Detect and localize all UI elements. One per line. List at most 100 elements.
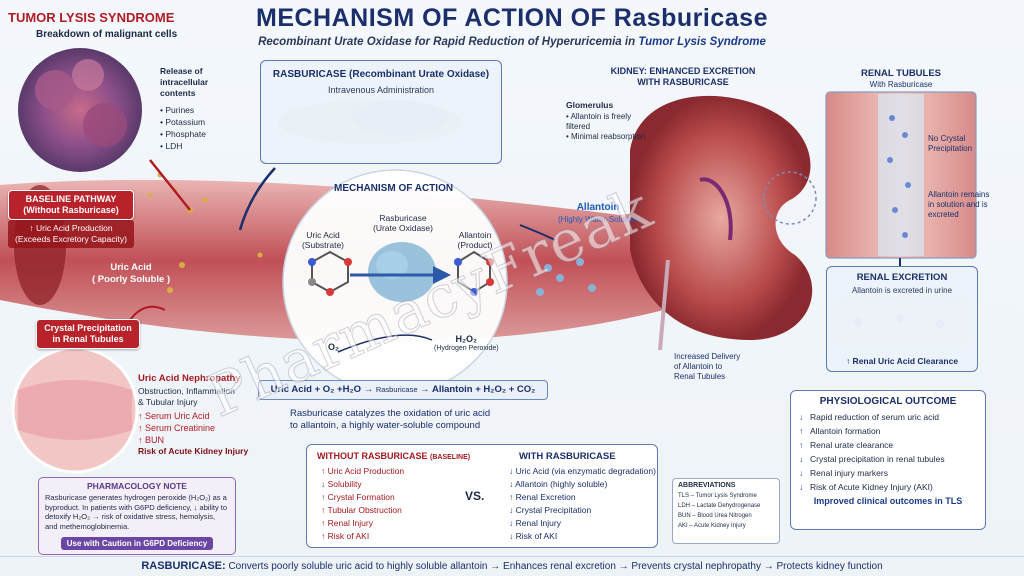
with-rasburicase-title: WITH RASBURICASE: [519, 451, 616, 462]
outcome-text: Risk of Acute Kidney Injury (AKI): [810, 482, 933, 492]
summary-lead: RASBURICASE:: [141, 560, 226, 572]
outcome-text: Allantoin formation: [810, 426, 881, 436]
item-text: Solubility: [327, 479, 362, 489]
abbreviation-item: TLS – Tumor Lysis Syndrome: [678, 493, 757, 499]
arrow-icon: ↑: [321, 466, 326, 476]
comparison-item: ↓ Solubility: [321, 478, 404, 491]
comparison-item: ↑ Renal Injury: [321, 517, 404, 530]
allantoin-molecule-label: Allantoin (Product): [448, 230, 502, 250]
glomerulus-item: Allantoin is freely filtered: [566, 112, 638, 132]
crystal-precipitation-box: Crystal Precipitation in Renal Tubules: [36, 319, 140, 349]
arrow-icon: ↑: [321, 492, 326, 502]
uric-acid-molecule-label: Uric Acid (Substrate): [296, 230, 350, 250]
item-text: Uric Acid Production: [327, 466, 405, 476]
abbreviations-list: TLS – Tumor Lysis Syndrome LDH – Lactate…: [678, 491, 774, 531]
item-text: Risk of AKI: [515, 531, 558, 541]
note-line: Precipitation: [928, 144, 973, 153]
label-line: (Substrate): [301, 240, 345, 250]
uric-acid-name: Uric Acid: [110, 262, 152, 273]
oxygen-label: O₂: [328, 342, 339, 352]
arrow-icon: ↓: [509, 505, 514, 515]
hydrogen-peroxide-label: H₂O₂ (Hydrogen Peroxide): [434, 334, 499, 354]
pharmacology-note-title: PHARMACOLOGY NOTE: [87, 481, 187, 491]
item-text: Renal Injury: [327, 518, 373, 528]
label-line: Uric Acid: [306, 230, 340, 240]
equation-arrow-icon: →: [363, 384, 376, 395]
tls-title: TUMOR LYSIS SYNDROME: [8, 10, 175, 25]
description-line: to allantoin, a highly water-soluble com…: [290, 420, 481, 431]
comparison-item: ↓ Crystal Precipitation: [509, 504, 656, 517]
rasburicase-box: RASBURICASE (Recombinant Urate Oxidase) …: [260, 60, 502, 164]
baseline-description: ↑ Uric Acid Production (Exceeds Excretor…: [8, 220, 134, 248]
arrow-icon: ↓: [509, 479, 514, 489]
label-line: Rasburicase: [379, 213, 427, 223]
subtitle-main: Recombinant Urate Oxidase for Rapid Redu…: [258, 36, 636, 48]
label-line: Allantoin: [576, 202, 620, 213]
renal-excretion-subtitle: Allantoin is excreted in urine: [851, 286, 953, 295]
note-line: Allantoin remains: [928, 190, 990, 199]
pharmacology-note: PHARMACOLOGY NOTE Rasburicase generates …: [38, 477, 236, 555]
baseline-desc-line2: (Exceeds Excretory Capacity): [15, 234, 127, 244]
arrow-icon: ↓: [509, 466, 514, 476]
release-item: LDH: [160, 140, 206, 152]
summary-footer: RASBURICASE: Converts poorly soluble uri…: [0, 556, 1024, 576]
comparison-item: ↑ Tubular Obstruction: [321, 504, 404, 517]
rasburicase-molecule-label: Rasburicase (Urate Oxidase): [369, 213, 437, 233]
without-rasburicase-title: WITHOUT RASBURICASE (BASELINE): [317, 451, 470, 461]
physiological-outcome-box: PHYSIOLOGICAL OUTCOME ↓Rapid reduction o…: [790, 390, 986, 530]
tls-subtitle: Breakdown of malignant cells: [36, 29, 178, 40]
abbreviation-item: LDH – Lactate Dehydrogenase: [678, 503, 761, 509]
page-title: MECHANISM OF ACTION OF Rasburicase: [256, 4, 768, 32]
physiological-outcome-footer: Improved clinical outcomes in TLS: [813, 496, 963, 506]
kidney-title: KIDNEY: ENHANCED EXCRETION WITH RASBURIC…: [604, 66, 762, 88]
arrow-icon: ↓: [509, 518, 514, 528]
rasburicase-title: RASBURICASE (Recombinant Urate Oxidase): [272, 69, 490, 80]
equation-reactants: Uric Acid + O₂ +H₂O: [270, 384, 362, 395]
abbreviations-box: ABBREVIATIONS TLS – Tumor Lysis Syndrome…: [672, 478, 780, 544]
nephropathy-item: ↑ BUN: [138, 434, 215, 446]
abbreviation-item: BUN – Blood Urea Nitrogen: [678, 513, 752, 519]
arrow-icon: ↑: [799, 426, 804, 436]
arrow-icon: ↓: [799, 482, 804, 492]
abbreviation-item: AKI – Acute Kidney Injury: [678, 523, 746, 529]
outcome-text: Rapid reduction of serum uric acid: [810, 412, 939, 422]
arrow-icon: ↑: [321, 531, 326, 541]
comparison-item: ↑ Risk of AKI: [321, 530, 404, 543]
outcome-item: ↑ Allantoin formation: [799, 424, 977, 438]
up-arrow-icon: ↑: [138, 411, 143, 421]
arrow-icon: ↓: [799, 454, 804, 464]
note-line: of Allantoin to: [674, 362, 723, 371]
physiological-outcome-list: ↓Rapid reduction of serum uric acid ↑All…: [799, 410, 977, 494]
comparison-box: WITHOUT RASBURICASE (BASELINE) ↑ Uric Ac…: [306, 444, 658, 548]
baseline-title-sub: (Without Rasburicase): [23, 205, 119, 215]
glomerulus-title: Glomerulus: [566, 100, 614, 110]
item-text: Renal Injury: [515, 518, 561, 528]
summary-text: Converts poorly soluble uric acid to hig…: [228, 561, 883, 572]
up-arrow-icon: ↑: [138, 435, 143, 445]
physiological-outcome-title: PHYSIOLOGICAL OUTCOME: [819, 396, 957, 407]
item-text: Allantoin (highly soluble): [515, 479, 608, 489]
arrow-icon: ↑: [509, 492, 514, 502]
title-tag: (BASELINE): [430, 454, 471, 461]
release-heading-line2: intracellular: [160, 77, 209, 87]
nephropathy-list: ↑ Serum Uric Acid ↑ Serum Creatinine ↑ B…: [138, 410, 215, 446]
release-item: Phosphate: [160, 128, 206, 140]
item-text: Uric Acid (via enzymatic degradation): [515, 466, 656, 476]
allantoin-remains-note: Allantoin remains in solution and is exc…: [928, 190, 989, 220]
comparison-item: ↑ Uric Acid Production: [321, 465, 404, 478]
note-line: No Crystal: [928, 134, 966, 143]
renal-excretion-footer: ↑ Renal Uric Acid Clearance: [845, 356, 959, 366]
item-text: Crystal Precipitation: [515, 505, 592, 515]
up-arrow-icon: ↑: [138, 423, 143, 433]
nephropathy-item: ↑ Serum Creatinine: [138, 422, 215, 434]
page-subtitle: Recombinant Urate Oxidase for Rapid Redu…: [0, 36, 1024, 48]
comparison-item: ↑ Renal Excretion: [509, 491, 656, 504]
release-item: Purines: [160, 104, 206, 116]
release-item: Potassium: [160, 116, 206, 128]
without-rasburicase-list: ↑ Uric Acid Production ↓ Solubility ↑ Cr…: [321, 465, 404, 543]
crystal-line1: Crystal Precipitation: [44, 323, 132, 333]
label-line: (Urate Oxidase): [373, 223, 433, 233]
pharmacology-note-text: Rasburicase generates hydrogen peroxide …: [45, 493, 228, 531]
outcome-item: ↓ Risk of Acute Kidney Injury (AKI): [799, 480, 977, 494]
outcome-item: ↓Rapid reduction of serum uric acid: [799, 410, 977, 424]
